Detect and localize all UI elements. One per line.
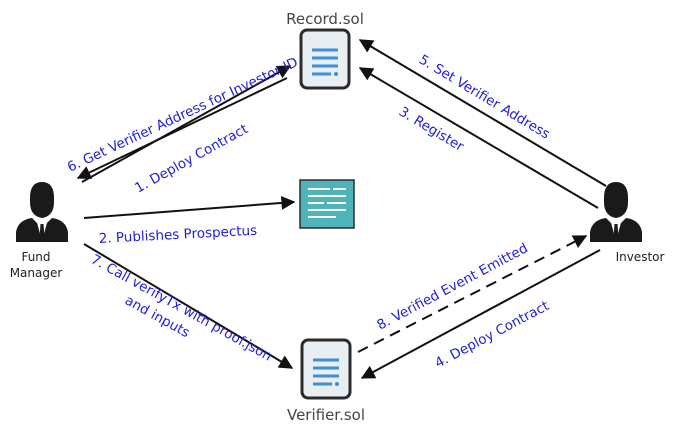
edge-call-verifytx	[83, 243, 294, 369]
record-document-icon	[299, 28, 351, 90]
edge-register	[358, 67, 599, 209]
edge-set-verifier-address	[358, 39, 607, 187]
edge-label-2: 2. Publishes Prospectus	[98, 223, 257, 247]
edge-publishes-prospectus	[83, 195, 296, 219]
edge-get-verifier-address	[76, 77, 288, 179]
investor-person-icon	[590, 182, 642, 242]
edge-verified-event	[357, 235, 588, 353]
verifier-label: Verifier.sol	[287, 406, 365, 424]
fund-manager-person-icon	[16, 182, 68, 242]
edge-label-3: 3. Register	[396, 104, 467, 155]
investor-label: Investor	[616, 250, 665, 264]
edge-label-7-line1: 7. Call verifyTx with proof.json	[88, 252, 274, 365]
verifier-document-icon	[300, 338, 352, 400]
record-label: Record.sol	[286, 10, 364, 28]
fund-manager-label-line2: Manager	[10, 266, 63, 280]
edge-deploy-verifier	[360, 249, 601, 379]
edge-deploy-record	[81, 65, 292, 183]
fund-manager-label-line1: Fund	[21, 250, 50, 264]
prospectus-document-icon	[299, 179, 355, 229]
